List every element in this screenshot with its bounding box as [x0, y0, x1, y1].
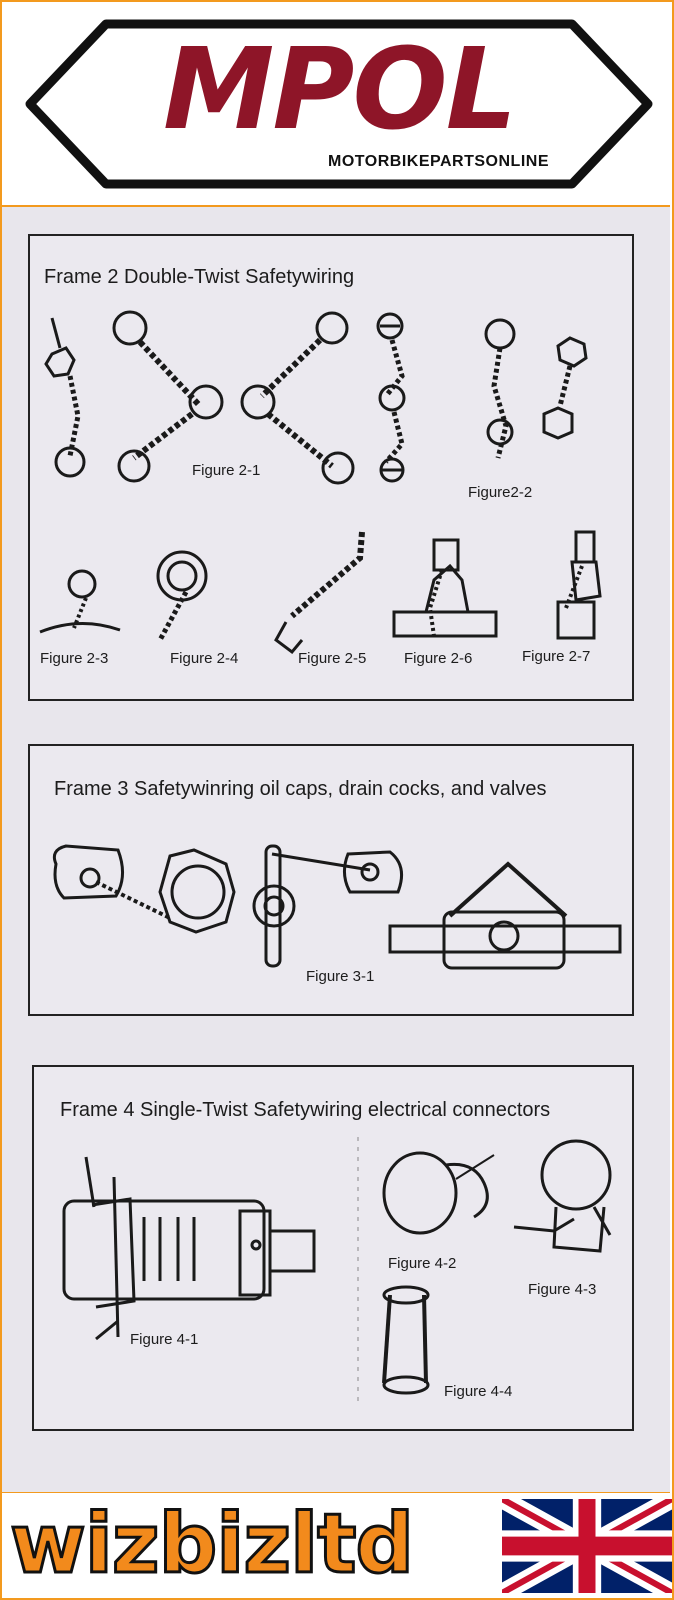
figure-4-4-drawing — [382, 1285, 430, 1395]
figure-2-6-label: Figure 2-6 — [404, 650, 473, 667]
figure-4-1-drawing — [62, 1156, 316, 1341]
figure-2-5-label: Figure 2-5 — [298, 650, 367, 667]
figure-2-5-drawing — [274, 531, 365, 655]
figure-2-4-label: Figure 2-4 — [170, 650, 239, 667]
figure-3-1-label: Figure 3-1 — [306, 968, 375, 985]
frame-4-drawings — [62, 1137, 612, 1407]
logo-title: MPOL — [162, 25, 517, 155]
figure-4-1-label: Figure 4-1 — [130, 1331, 199, 1348]
mpol-logo: MPOL MOTORBIKEPARTSONLINE — [24, 18, 654, 190]
frame-3-title: Frame 3 Safetywinring oil caps, drain co… — [54, 778, 547, 800]
figure-2-3-drawing — [39, 569, 121, 634]
frame-2-drawings — [39, 310, 602, 655]
footer: wizbizltd — [2, 1493, 672, 1598]
figure-2-7-drawing — [556, 530, 602, 640]
logo-subtitle: MOTORBIKEPARTSONLINE — [328, 153, 549, 170]
instruction-sheet: Frame 2 Double-Twist Safetywiring — [2, 205, 670, 1494]
logo-badge-shape — [25, 19, 653, 189]
figure-4-3-drawing — [513, 1139, 612, 1253]
figure-2-4-drawing — [156, 550, 208, 642]
figure-2-2-label: Figure2-2 — [468, 484, 533, 501]
header: MPOL MOTORBIKEPARTSONLINE — [2, 2, 672, 202]
frame-4: Frame 4 Single-Twist Safetywiring electr… — [32, 1065, 634, 1431]
union-jack-flag-icon — [502, 1499, 672, 1593]
figure-4-2-drawing — [382, 1151, 495, 1235]
figure-2-2-drawing — [484, 318, 588, 459]
figure-2-1b-drawing — [376, 312, 406, 483]
figure-4-3-label: Figure 4-3 — [528, 1281, 597, 1298]
figure-3-1-drawing — [52, 844, 622, 970]
figure-2-7-label: Figure 2-7 — [522, 648, 591, 665]
frame-2: Frame 2 Double-Twist Safetywiring — [28, 234, 634, 701]
wizbizltd-logo: wizbizltd — [8, 1496, 415, 1594]
figure-2-1-drawing — [44, 310, 355, 485]
frame-4-title: Frame 4 Single-Twist Safetywiring electr… — [60, 1099, 551, 1121]
figure-2-1-label: Figure 2-1 — [192, 462, 261, 479]
figure-4-4-label: Figure 4-4 — [444, 1383, 513, 1400]
frame-3: Frame 3 Safetywinring oil caps, drain co… — [28, 744, 634, 1016]
figure-4-2-label: Figure 4-2 — [388, 1255, 457, 1272]
frame-2-title: Frame 2 Double-Twist Safetywiring — [44, 266, 355, 288]
figure-2-6-drawing — [392, 538, 498, 638]
figure-2-3-label: Figure 2-3 — [40, 650, 109, 667]
frame-3-drawings — [52, 844, 622, 970]
